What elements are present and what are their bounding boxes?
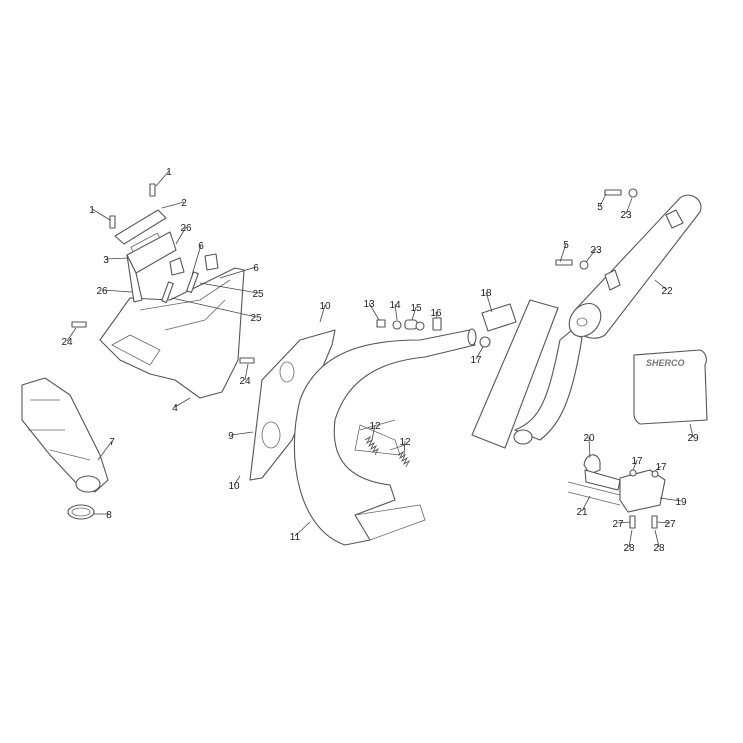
part-callout-3: 3: [103, 255, 109, 266]
leader-line: [403, 440, 406, 456]
leader-line: [559, 243, 567, 263]
leader-line: [656, 521, 671, 524]
leader-line: [219, 266, 257, 279]
part-callout-26: 26: [96, 286, 108, 297]
leader-line: [654, 529, 660, 548]
leader-line: [171, 297, 257, 318]
part-callout-5: 5: [597, 202, 603, 213]
leader-line: [244, 363, 249, 381]
leader-line: [617, 521, 631, 524]
part-callout-23: 23: [590, 245, 602, 256]
part-callout-10: 10: [228, 481, 240, 492]
leader-line: [174, 397, 191, 408]
part-callout-7: 7: [109, 437, 115, 448]
part-callout-22: 22: [661, 286, 673, 297]
part-callout-8: 8: [106, 510, 112, 521]
leader-line: [97, 440, 113, 461]
part-callout-17: 17: [631, 456, 643, 467]
leader-line: [155, 170, 170, 187]
part-callout-26: 26: [180, 223, 192, 234]
leader-line: [435, 311, 438, 319]
leader-lines: [66, 170, 694, 548]
part-callout-6: 6: [198, 241, 204, 252]
leader-line: [101, 289, 133, 293]
part-callout-2: 2: [181, 198, 187, 209]
part-callout-12: 12: [399, 437, 411, 448]
leader-line: [368, 302, 380, 321]
expansion-chamber: [293, 328, 477, 546]
sherco-logo: SHERCO: [646, 358, 685, 368]
leader-line: [105, 257, 129, 260]
part-callout-14: 14: [389, 300, 401, 311]
part-callout-21: 21: [576, 507, 588, 518]
part-callout-27: 27: [612, 519, 624, 530]
leader-line: [628, 529, 633, 548]
leader-line: [411, 306, 417, 321]
sticker: SHERCO: [633, 349, 708, 425]
part-callout-28: 28: [653, 543, 665, 554]
part-callout-29: 29: [687, 433, 699, 444]
leader-line: [394, 303, 398, 321]
leader-line: [230, 431, 254, 436]
part-callout-28: 28: [623, 543, 635, 554]
part-callout-24: 24: [239, 376, 251, 387]
springs: [364, 435, 410, 468]
leader-line: [175, 226, 187, 245]
leader-line: [585, 248, 597, 263]
part-callout-16: 16: [430, 308, 442, 319]
leader-line: [654, 279, 668, 291]
valve-assembly: [567, 454, 666, 529]
part-callout-17: 17: [655, 462, 667, 473]
part-callout-27: 27: [664, 519, 676, 530]
air-box-bracket: [114, 209, 177, 303]
muffler: [471, 194, 702, 449]
part-callout-18: 18: [480, 288, 492, 299]
part-callout-6: 6: [253, 263, 259, 274]
leader-line: [689, 423, 694, 438]
part-callout-11: 11: [290, 532, 301, 543]
leader-line: [66, 327, 77, 342]
bolts: [71, 183, 638, 364]
leader-line: [632, 459, 638, 471]
part-callout-19: 19: [675, 497, 687, 508]
part-callout-12: 12: [369, 421, 381, 432]
leader-line: [91, 208, 111, 221]
leader-line: [319, 304, 326, 323]
leader-line: [654, 465, 662, 472]
part-callout-1: 1: [166, 167, 172, 178]
part-callout-25: 25: [252, 289, 264, 300]
leader-line: [581, 495, 591, 512]
part-callout-23: 23: [620, 210, 632, 221]
leader-line: [161, 201, 185, 209]
leader-line: [659, 497, 682, 502]
air-box: [99, 253, 245, 399]
leader-line: [485, 291, 493, 313]
leader-line: [199, 282, 259, 294]
part-callout-9: 9: [228, 431, 234, 442]
part-callout-20: 20: [583, 433, 595, 444]
leader-line: [599, 193, 607, 207]
leader-line: [191, 244, 202, 276]
part-callout-13: 13: [363, 299, 375, 310]
part-callout-4: 4: [172, 403, 178, 414]
leader-line: [588, 436, 591, 459]
part-callout-25: 25: [250, 313, 262, 324]
heat-shield: [249, 329, 336, 481]
part-callout-17: 17: [470, 355, 482, 366]
leader-line: [625, 197, 633, 215]
leader-line: [233, 475, 241, 486]
leader-line: [475, 346, 484, 360]
mount-hardware: [376, 303, 517, 348]
part-callout-24: 24: [61, 337, 73, 348]
part-callout-5: 5: [563, 240, 569, 251]
part-callout-10: 10: [319, 301, 331, 312]
part-callout-1: 1: [89, 205, 95, 216]
leader-line: [371, 424, 376, 441]
intake-boot: [21, 377, 109, 520]
part-callout-15: 15: [410, 303, 422, 314]
leader-line: [294, 521, 311, 537]
